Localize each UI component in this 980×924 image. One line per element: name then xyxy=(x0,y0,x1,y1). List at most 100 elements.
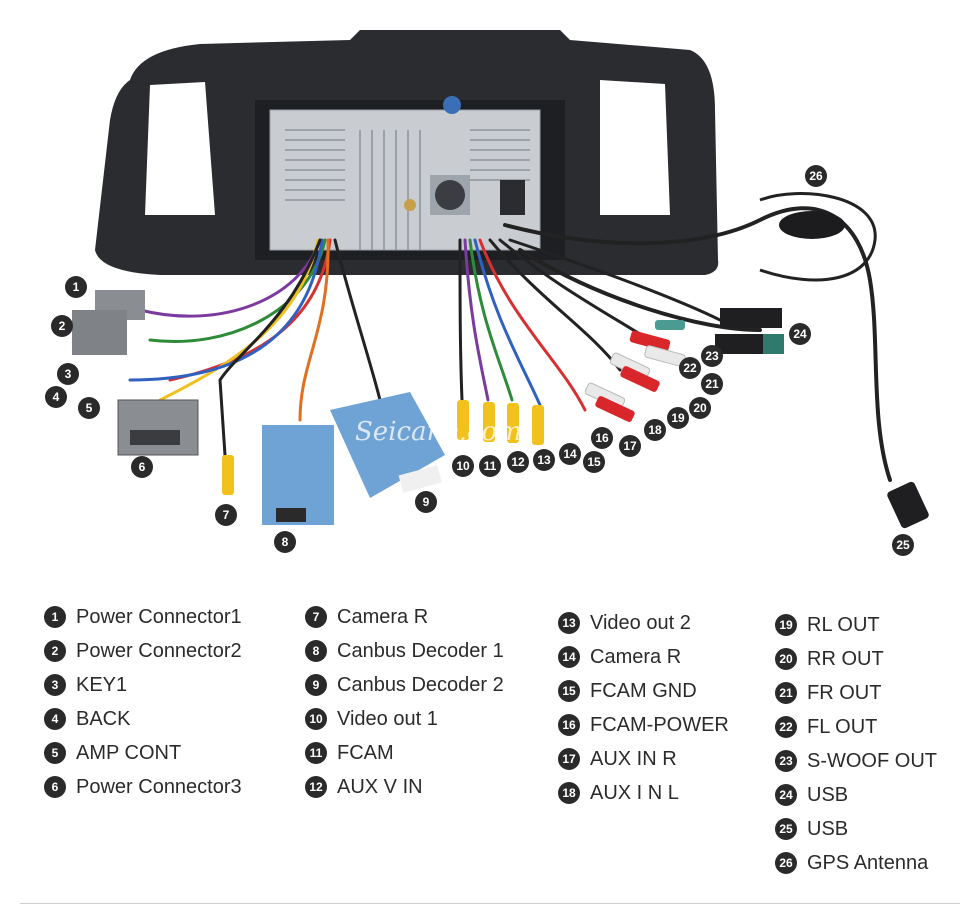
callout-number: 5 xyxy=(86,401,93,415)
callout-number: 21 xyxy=(705,377,719,391)
callout-2: 2 xyxy=(51,315,73,337)
legend-item: 18 AUX I N L xyxy=(558,776,729,810)
callout-6: 6 xyxy=(131,456,153,478)
legend-label: Video out 1 xyxy=(337,707,438,730)
callout-3: 3 xyxy=(57,363,79,385)
wire-harness xyxy=(128,206,892,482)
legend-label: Canbus Decoder 1 xyxy=(337,639,504,662)
legend-label: AUX I N L xyxy=(590,781,679,804)
callout-number: 16 xyxy=(595,431,609,445)
callout-circle xyxy=(667,407,689,429)
legend-label: GPS Antenna xyxy=(807,851,929,874)
legend-number: 16 xyxy=(558,714,580,736)
callout-19: 19 xyxy=(667,407,689,429)
legend-label: AMP CONT xyxy=(76,741,182,764)
legend-label: USB xyxy=(807,783,849,806)
legend-label: RL OUT xyxy=(807,613,880,636)
callout-17: 17 xyxy=(619,435,641,457)
callout-circle xyxy=(415,491,437,513)
legend-number: 5 xyxy=(44,742,66,764)
callout-circle xyxy=(45,386,67,408)
legend-label: USB xyxy=(807,817,849,840)
callout-11: 11 xyxy=(479,455,501,477)
callout-14: 14 xyxy=(559,443,581,465)
legend-label: Video out 2 xyxy=(590,611,691,634)
callout-circle xyxy=(679,357,701,379)
callout-number: 11 xyxy=(484,459,497,473)
callout-number: 18 xyxy=(648,423,662,437)
legend-label: FCAM-POWER xyxy=(590,713,729,736)
head-unit-chassis xyxy=(269,96,541,251)
callout-circle xyxy=(701,345,723,367)
callout-15: 15 xyxy=(583,451,605,473)
callout-number: 9 xyxy=(423,495,430,509)
power-connectors xyxy=(72,290,199,456)
callout-circle xyxy=(215,504,237,526)
callout-circle xyxy=(619,435,641,457)
callout-number: 14 xyxy=(563,447,577,461)
callout-circle xyxy=(892,534,914,556)
legend-label: Power Connector2 xyxy=(76,639,242,662)
callout-circle xyxy=(507,451,529,473)
callout-circle xyxy=(51,315,73,337)
legend-number: 20 xyxy=(775,648,797,670)
callout-1: 1 xyxy=(65,276,87,298)
callout-circle xyxy=(591,427,613,449)
legend-label: BACK xyxy=(76,707,131,730)
callout-circle xyxy=(805,165,827,187)
legend-label: Camera R xyxy=(337,605,429,628)
usb-connectors xyxy=(715,308,929,529)
callout-13: 13 xyxy=(533,449,555,471)
callout-circle xyxy=(274,531,296,553)
callout-number: 20 xyxy=(693,401,707,415)
legend-number: 15 xyxy=(558,680,580,702)
legend-number: 18 xyxy=(558,782,580,804)
rca-yellow xyxy=(222,400,544,495)
callout-9: 9 xyxy=(415,491,437,513)
callout-circle xyxy=(559,443,581,465)
callout-circle xyxy=(452,455,474,477)
callout-number: 19 xyxy=(671,411,685,425)
legend-label: AUX IN R xyxy=(590,747,677,770)
divider xyxy=(20,903,960,904)
legend-label: FR OUT xyxy=(807,681,882,704)
legend-number: 9 xyxy=(305,674,327,696)
callout-number: 10 xyxy=(456,459,470,473)
callout-circle xyxy=(65,276,87,298)
gps-antenna xyxy=(759,192,877,282)
callout-23: 23 xyxy=(701,345,723,367)
legend-number: 23 xyxy=(775,750,797,772)
legend-item: 10 Video out 1 xyxy=(305,702,504,736)
callout-number: 22 xyxy=(683,361,697,375)
legend-number: 10 xyxy=(305,708,327,730)
callout-number: 8 xyxy=(282,535,289,549)
legend-number: 6 xyxy=(44,776,66,798)
legend-label: Power Connector1 xyxy=(76,605,242,628)
product-photo: Seicane.com 1234567891011121314151617181… xyxy=(45,30,929,556)
callout-25: 25 xyxy=(892,534,914,556)
legend-number: 3 xyxy=(44,674,66,696)
